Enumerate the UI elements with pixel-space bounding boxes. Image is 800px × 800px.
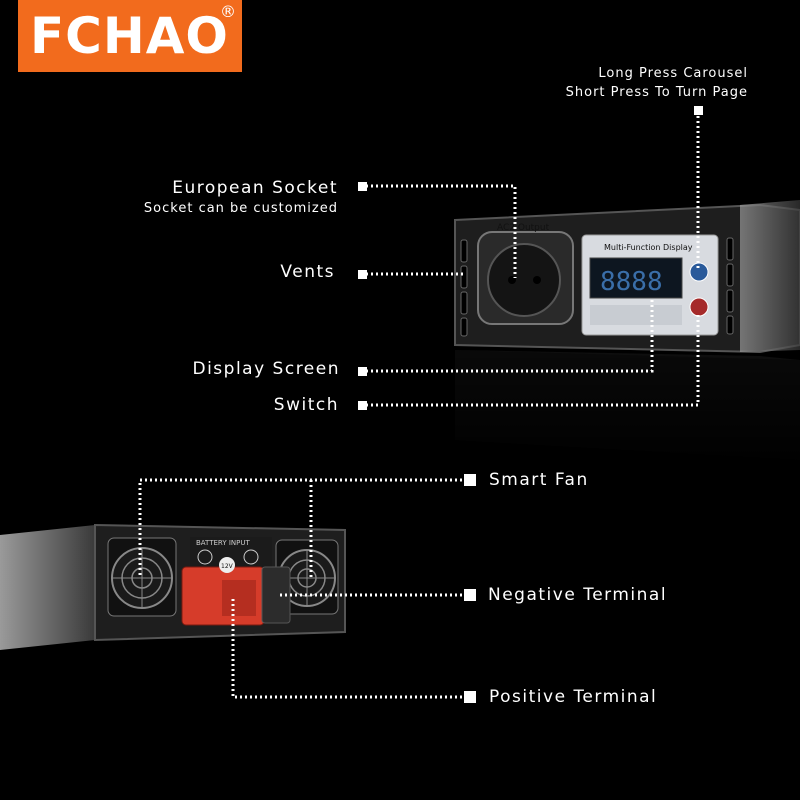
ac-output-text: AC2 Output (497, 223, 550, 233)
right-vents (726, 237, 734, 335)
smart-fan-label: Smart Fan (489, 470, 589, 490)
switch-marker (358, 401, 367, 410)
left-vents (460, 239, 468, 337)
european-socket-marker (358, 182, 367, 191)
negative-terminal-marker (464, 589, 476, 601)
socket-customized-label: Socket can be customized (143, 201, 338, 216)
voltage-text: 12V (221, 563, 234, 570)
negative-terminal-cap (261, 566, 291, 624)
display-panel: Multi-Function Display 8888 (581, 234, 719, 336)
positive-terminal-cap: 12V (181, 557, 265, 626)
positive-terminal-label: Positive Terminal (489, 687, 658, 707)
brand-name: FCHAO (30, 7, 229, 65)
registered-mark: ® (220, 2, 236, 21)
carousel-label-1: Long Press Carousel (598, 66, 748, 81)
left-fan (107, 537, 177, 617)
power-switch[interactable] (689, 297, 709, 317)
inverter-rear-panel: BATTERY INPUT 12V (0, 523, 346, 770)
display-screen-marker (358, 367, 367, 376)
carousel-label-2: Short Press To Turn Page (565, 85, 748, 100)
switch-label: Switch (273, 395, 339, 415)
carousel-marker (694, 106, 703, 115)
svg-text:BATTERY INPUT: BATTERY INPUT (196, 539, 250, 547)
vents-marker (358, 270, 367, 279)
positive-terminal-marker (464, 691, 476, 703)
inverter-front-panel: AC2 Output Multi-Function Display 8888 (454, 200, 800, 470)
display-segments: 8888 (600, 267, 663, 297)
page-button[interactable] (689, 262, 709, 282)
display-screen-label: Display Screen (192, 359, 340, 379)
display-title-text: Multi-Function Display (604, 243, 693, 252)
brand-logo: FCHAO ® (18, 0, 242, 72)
negative-terminal-label: Negative Terminal (488, 585, 668, 605)
smart-fan-marker (464, 474, 476, 486)
european-socket-label: European Socket (172, 178, 338, 198)
european-socket: AC2 Output (477, 223, 574, 325)
vents-label: Vents (280, 262, 335, 282)
